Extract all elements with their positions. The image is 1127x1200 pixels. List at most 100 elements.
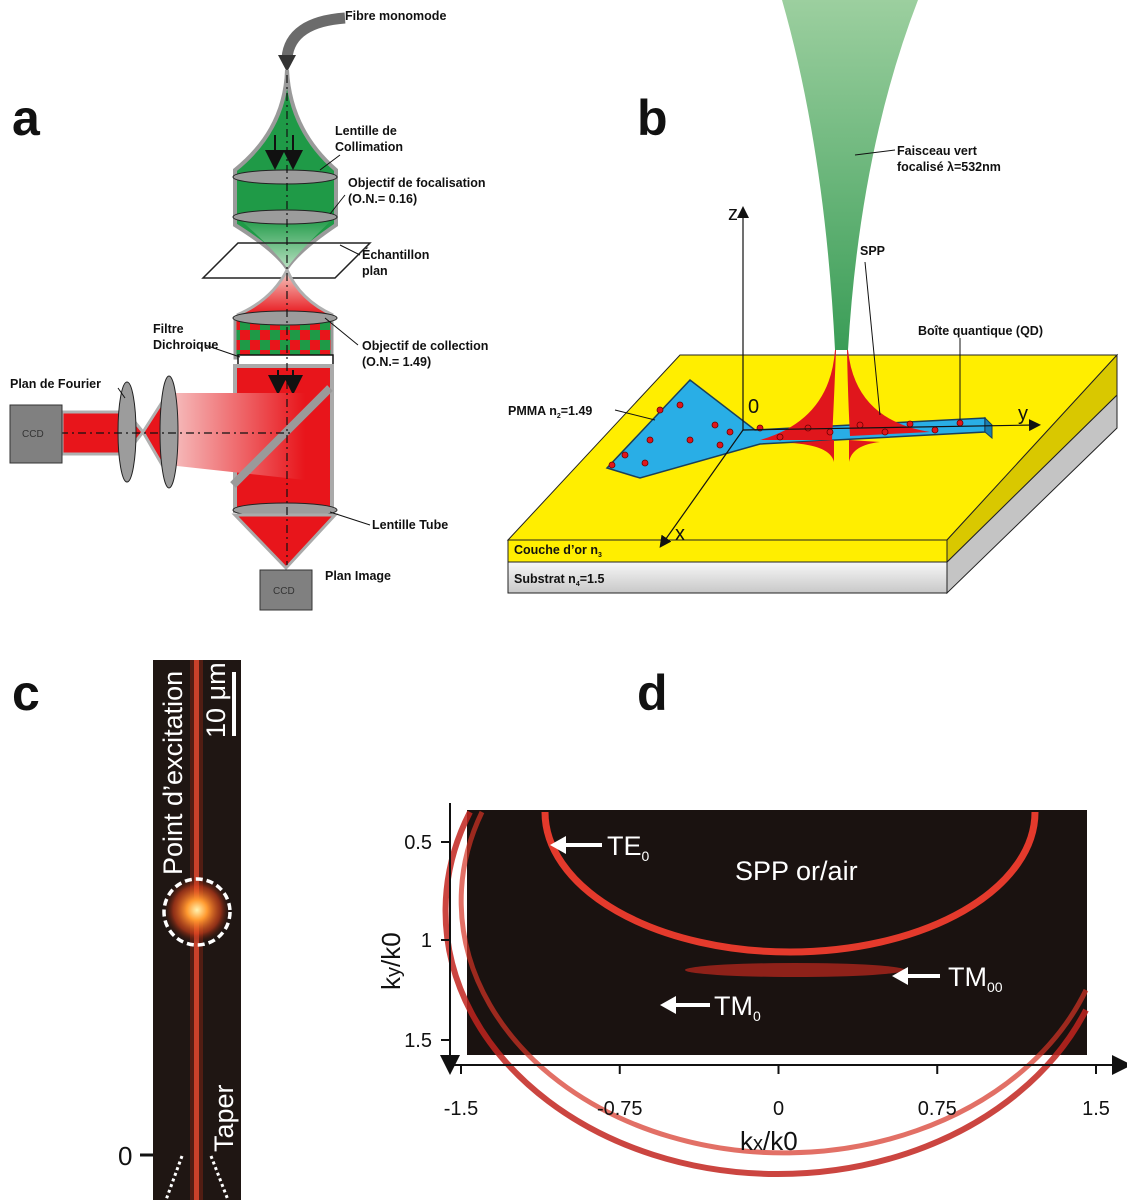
image-cone — [231, 513, 339, 571]
label-couche: Couche d’or n3 — [514, 543, 602, 559]
label-fourier: Plan de Fourier — [10, 377, 101, 391]
label-qd: Boîte quantique (QD) — [918, 324, 1043, 338]
axis-y-label: y — [1018, 403, 1028, 425]
fibre-arrowhead-icon — [278, 55, 296, 72]
label-substrat: Substrat n4=1.5 — [514, 572, 604, 588]
x-tick-label: 0 — [773, 1098, 784, 1120]
fourier-fade — [168, 393, 305, 480]
collection-lens — [232, 310, 338, 326]
fourier-lens-1 — [117, 381, 137, 483]
label-pmma: PMMA n2=1.49 — [508, 404, 592, 420]
panel-c: c 10 μm Point d’excitation Taper 0 — [12, 660, 241, 1200]
hotspot — [163, 876, 231, 944]
collimation-lens — [232, 169, 338, 185]
taper-label: Taper — [209, 1084, 239, 1152]
d-ylabel: ky/k0 — [376, 932, 406, 990]
dichroic-filter — [237, 354, 334, 366]
sample-plane — [201, 242, 372, 279]
d-yticks: 0.5 1 1.5 — [404, 832, 450, 1052]
panel-label-b: b — [637, 90, 668, 146]
label-filtre-2: Dichroique — [153, 338, 218, 352]
taper-right — [209, 1155, 230, 1200]
panel-label-c: c — [12, 665, 40, 721]
tm00-annotation: TM00 — [892, 962, 1003, 995]
leader-fourier — [117, 387, 126, 399]
fourier-image — [467, 810, 1087, 1055]
spp-wing-left — [760, 350, 836, 440]
quantum-dots — [608, 401, 964, 469]
label-spp: SPP — [860, 244, 885, 258]
panel-b: b z y x 0 — [506, 0, 1119, 595]
ccd-fourier — [9, 404, 63, 464]
y-tick-label: 0.5 — [404, 832, 432, 854]
tm0-annotation: TM0 — [660, 991, 761, 1024]
pmma-side — [984, 416, 993, 440]
point-excitation-label: Point d’excitation — [158, 671, 188, 875]
label-filtre-1: Filtre — [153, 322, 184, 336]
origin-label: 0 — [748, 396, 759, 418]
label-collimation-1: Lentille de — [335, 124, 397, 138]
d-xlabel: kx/k0 — [740, 1126, 798, 1156]
excitation-circle — [162, 877, 232, 947]
leader-echantillon — [339, 244, 361, 256]
ring-outer — [458, 810, 1089, 1156]
taper-left — [164, 1155, 184, 1200]
spp-or-air-label: SPP or/air — [735, 856, 858, 886]
label-echantillon-1: Échantillon — [362, 247, 429, 262]
spp-lower-right — [849, 440, 880, 462]
x-tick-label: -1.5 — [444, 1098, 478, 1120]
panel-label-d: d — [637, 665, 668, 721]
leader-focalisation — [329, 194, 346, 215]
gold-side — [946, 353, 1118, 564]
x-tick-label: 0.75 — [918, 1098, 957, 1120]
label-focalisation-1: Objectif de focalisation — [348, 176, 486, 190]
label-collection-1: Objectif de collection — [362, 339, 488, 353]
focused-beam — [782, 0, 918, 350]
scale-label: 10 μm — [201, 662, 231, 738]
leader-pmma — [614, 409, 656, 421]
spp-wing-right — [847, 350, 930, 436]
axis-x-label: x — [675, 523, 685, 545]
axis-z-label: z — [728, 203, 738, 225]
te-label: TE0 — [607, 831, 650, 864]
leader-filtre — [204, 344, 241, 358]
spp-lower-left — [790, 440, 834, 462]
tm00-label: TM00 — [948, 962, 1003, 995]
x-tick-label: 1.5 — [1082, 1098, 1110, 1120]
label-tube: Lentille Tube — [372, 518, 448, 532]
ccd-fourier-label: CCD — [22, 429, 44, 440]
x-tick-label: -0.75 — [597, 1098, 643, 1120]
label-collimation-2: Collimation — [335, 140, 403, 154]
te-annotation: TE0 — [550, 831, 650, 864]
fourier-lens-2 — [159, 375, 179, 489]
leader-collection — [324, 317, 359, 346]
red-collection-cone — [236, 266, 334, 317]
ring-spp — [541, 811, 1039, 956]
leader-collimation — [319, 154, 341, 171]
leader-tube — [329, 511, 371, 526]
tm00-streak — [685, 963, 905, 977]
d-xticks: -1.5 -0.75 0 0.75 1.5 — [444, 1065, 1110, 1120]
leader-faisceau — [854, 149, 896, 156]
beamsplitter-mirror — [230, 385, 333, 488]
label-faisceau-1: Faisceau vert — [897, 144, 978, 158]
fibre-arrow-icon — [281, 12, 346, 59]
label-echantillon-2: plan — [362, 264, 388, 278]
label-faisceau-2: focalisé λ=532nm — [897, 160, 1001, 174]
axis-x — [659, 429, 744, 548]
tm0-label: TM0 — [714, 991, 761, 1024]
panel-a: a Fibre monomode — [9, 9, 488, 611]
ccd-image-label: CCD — [273, 586, 295, 597]
y-tick-label: 1.5 — [404, 1030, 432, 1052]
y-tick-label: 1 — [421, 930, 432, 952]
panel-label-a: a — [12, 90, 41, 146]
focalisation-lens — [232, 209, 338, 225]
zero-label: 0 — [118, 1141, 132, 1171]
label-focalisation-2: (O.N.= 0.16) — [348, 192, 417, 206]
leader-spp — [864, 261, 881, 416]
ccd-image — [259, 569, 313, 611]
label-collection-2: (O.N.= 1.49) — [362, 355, 431, 369]
fibre-label: Fibre monomode — [345, 9, 446, 23]
